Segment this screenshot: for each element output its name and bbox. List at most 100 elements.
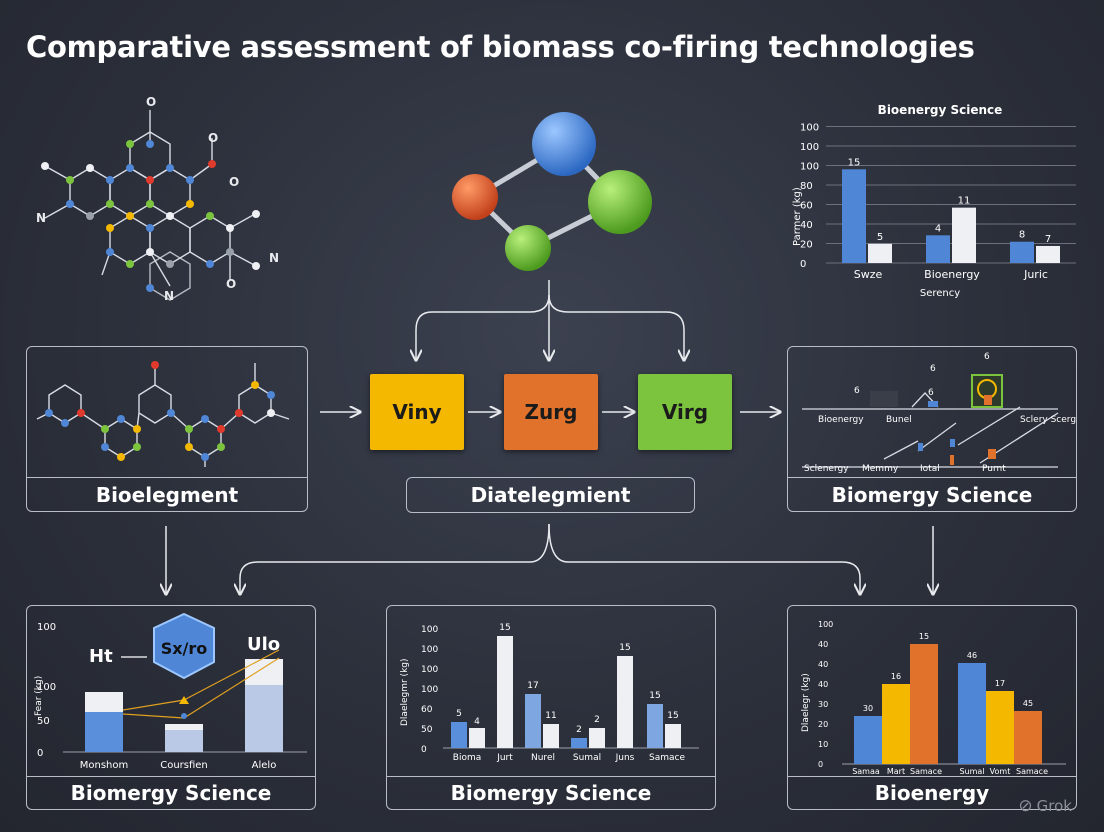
y-axis-label: Fear (kg): [34, 676, 44, 716]
panel-caption: Biomergy Science: [70, 781, 272, 805]
watermark-text: Grok: [1036, 797, 1072, 815]
chain-molecule: [36, 361, 290, 467]
divider: [387, 776, 715, 777]
x-tick-label: Sumal: [959, 767, 984, 776]
process-box-viny: Viny: [370, 374, 464, 450]
label-diatelegmient: Diatelegmient: [406, 477, 695, 513]
atom-label: N: [269, 251, 279, 265]
page-title: Comparative assessment of biomass co-fir…: [26, 30, 975, 64]
data-label: 4: [474, 717, 480, 727]
y-tick-label: 0: [421, 745, 427, 755]
x-tick-label: Bioenergy: [924, 268, 980, 281]
y-axis-label: Parmer (kg): [792, 187, 803, 246]
annotation-label: Ulo: [247, 634, 280, 655]
data-label: 11: [958, 196, 971, 207]
x-tick-label: Monshom: [80, 760, 129, 771]
atom-label: O: [208, 131, 218, 145]
panel-biomergy-science: 6 6 6 6 Bioenergy Bunel Sclery Scergy Sc…: [787, 346, 1077, 512]
x-tick-label: Samace: [910, 767, 942, 776]
diagram-label: 6: [984, 352, 990, 362]
annotation-label: Ht: [89, 646, 113, 667]
data-label: 17: [527, 681, 538, 691]
divider: [27, 776, 315, 777]
y-tick-label: 100: [818, 620, 833, 629]
bar: [952, 207, 976, 263]
x-tick-label: Jurt: [496, 753, 513, 763]
x-tick-label: Nurel: [531, 753, 555, 763]
y-tick-label: 40: [818, 640, 828, 649]
data-label: 15: [848, 157, 861, 168]
y-tick-label: 100: [421, 645, 438, 655]
x-tick-label: Samace: [649, 753, 685, 763]
divider: [788, 477, 1076, 478]
x-tick-label: Swze: [854, 268, 883, 281]
ball-molecule: [452, 112, 652, 271]
atom-label: O: [146, 95, 156, 109]
panel-caption: Biomergy Science: [831, 483, 1033, 507]
data-label: 7: [1045, 234, 1051, 245]
bar: [926, 235, 950, 263]
y-tick-label: 60: [800, 201, 813, 212]
x-tick-label: Alelo: [252, 760, 277, 771]
data-label: 30: [863, 704, 873, 713]
x-tick-label: Juric: [1023, 268, 1048, 281]
diagram-label: Bunel: [886, 415, 912, 425]
panel-caption: Bioelegment: [95, 483, 239, 507]
panel-caption: Biomergy Science: [450, 781, 652, 805]
y-tick-label: 30: [818, 700, 828, 709]
data-label: 15: [667, 711, 678, 721]
data-label: 17: [995, 679, 1005, 688]
process-box-virg: Virg: [638, 374, 732, 450]
y-axis-label: Dlaelegr (kg): [801, 673, 811, 732]
y-tick-label: 100: [421, 665, 438, 675]
y-tick-label: 100: [800, 123, 819, 134]
data-label: 2: [594, 715, 600, 725]
chart-title: Bioenergy Science: [878, 103, 1003, 117]
diagram-label: 6: [928, 388, 934, 398]
top-right-bar-chart: Bioenergy Science Parmer (kg) 0204060801…: [792, 103, 1076, 299]
x-tick-label: Juns: [615, 753, 635, 763]
y-tick-label: 40: [800, 220, 813, 231]
y-tick-label: 100: [800, 162, 819, 173]
data-label: 15: [619, 643, 630, 653]
atom-label: N: [36, 211, 46, 225]
atom-label: O: [226, 277, 236, 291]
diagram-label: Sclenergy: [804, 464, 849, 474]
y-tick-label: 0: [37, 748, 43, 759]
y-tick-label: 100: [421, 625, 438, 635]
bar: [868, 243, 892, 263]
diagram-label: Sclery Scergy: [1020, 415, 1076, 425]
y-tick-label: 80: [800, 181, 813, 192]
x-tick-label: Vomt: [990, 767, 1011, 776]
x-tick-label: Bioma: [453, 753, 481, 763]
y-tick-label: 0: [800, 259, 806, 270]
x-tick-label: Sumal: [573, 753, 601, 763]
data-label: 16: [891, 672, 901, 681]
panel-caption: Bioenergy: [874, 781, 990, 805]
y-tick-label: 100: [800, 142, 819, 153]
x-tick-label: Samaa: [852, 767, 880, 776]
x-tick-label: Coursfien: [160, 760, 208, 771]
diagram-label: 6: [930, 364, 936, 374]
bar: [1036, 245, 1060, 263]
panel-bioelegment: Bioelegment: [26, 346, 308, 512]
x-tick-label: Samace: [1016, 767, 1048, 776]
data-label: 2: [576, 725, 582, 735]
y-tick-label: 40: [818, 680, 828, 689]
data-label: 5: [877, 232, 883, 243]
y-tick-label: 0: [818, 760, 823, 769]
watermark: ⊘ Grok: [1018, 796, 1072, 816]
y-tick-label: 100: [37, 622, 56, 633]
y-tick-label: 60: [421, 705, 433, 715]
data-label: 5: [456, 709, 462, 719]
process-box-zurg: Zurg: [504, 374, 598, 450]
diagram-label: Purnt: [982, 464, 1006, 474]
y-axis-label: Dlaelegmr (kg): [400, 658, 410, 726]
